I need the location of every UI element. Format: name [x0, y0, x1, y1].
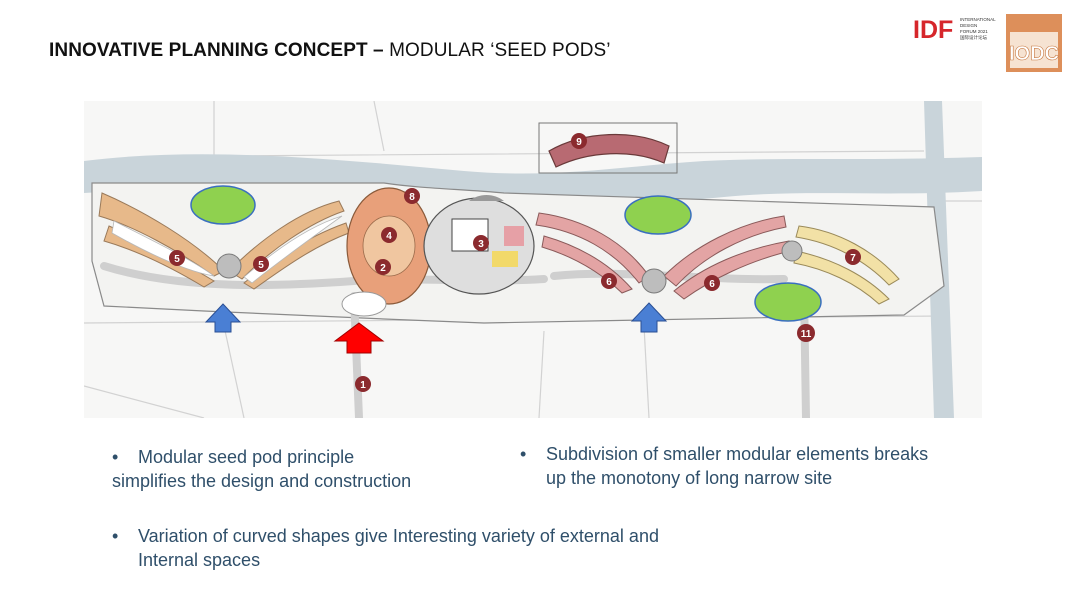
block-3-dome: [469, 195, 504, 201]
idf-logo-line-3: FORUM 2021: [960, 29, 988, 34]
marker-6b: 6: [704, 275, 720, 291]
marker-9: 9: [571, 133, 587, 149]
marker-3: 3: [473, 235, 489, 251]
marker-6a: 6: [601, 273, 617, 289]
iodc-logo: IODC: [1006, 14, 1062, 72]
bullet-2-line-1: • Subdivision of smaller modular elements…: [520, 442, 990, 466]
marker-3-label: 3: [478, 239, 484, 250]
parcel-line-8: [373, 101, 385, 152]
entrance-arrow-blue-east: [630, 302, 668, 333]
pod-6-hub: [641, 268, 667, 294]
marker-2-label: 2: [380, 263, 386, 274]
idf-logo-mark: IDF: [913, 16, 953, 44]
block-3-pink-unit: [504, 226, 524, 246]
far-east-pods: [781, 225, 900, 305]
pod-7-upper: [795, 225, 900, 286]
bullet-3-line-1: • Variation of curved shapes give Interes…: [112, 524, 752, 548]
site-plan: 1 2 3 4 5 5 6 6 7 8 9 11: [84, 101, 982, 418]
marker-7: 7: [845, 249, 861, 265]
bullet-1-marker: •: [112, 447, 119, 467]
bullet-3-text-1: Variation of curved shapes give Interest…: [138, 526, 659, 546]
central-block-inner: [362, 215, 416, 277]
green-space-3: [754, 282, 822, 322]
bullet-2-text-1: Subdivision of smaller modular elements …: [546, 444, 929, 464]
pod-6a-upper: [535, 212, 650, 284]
title-regular: MODULAR ‘SEED PODS’: [383, 40, 611, 61]
bullet-1-text-2: simplifies the design and construction: [112, 471, 412, 491]
parcel-line-4: [538, 330, 545, 418]
pod-6b-upper: [663, 215, 787, 287]
bullet-curved-shapes: • Variation of curved shapes give Interes…: [112, 524, 752, 572]
marker-4: 4: [381, 227, 397, 243]
page-title: INNOVATIVE PLANNING CONCEPT – MODULAR ‘S…: [49, 40, 611, 62]
idf-logo-chinese: 国际设计论坛: [960, 34, 987, 41]
road-south-main: [350, 292, 363, 418]
green-space-1: [190, 185, 256, 225]
bullet-2-marker: •: [520, 444, 527, 464]
marker-4-label: 4: [386, 231, 392, 242]
marker-11-label: 11: [801, 329, 812, 340]
marker-7-label: 7: [850, 253, 856, 264]
entrance-arrow-red-main: [333, 322, 385, 354]
marker-2: 2: [375, 259, 391, 275]
bullet-3-text-2: Internal spaces: [138, 550, 261, 570]
block-3-yellow-unit: [492, 251, 518, 267]
roundabout: [341, 291, 387, 317]
marker-11: 11: [797, 324, 815, 342]
bullet-subdivision: • Subdivision of smaller modular elements…: [520, 442, 990, 490]
bullet-2-text-2: up the monotony of long narrow site: [546, 468, 833, 488]
marker-5a: 5: [169, 250, 185, 266]
idf-logo: IDF INTERNATIONAL DESIGN FORUM 2021 国际设计…: [913, 16, 996, 44]
idf-logo-line-1: INTERNATIONAL: [960, 17, 996, 22]
pod-9-frame: [538, 122, 678, 174]
marker-1: 1: [355, 376, 371, 392]
bullet-3-marker: •: [112, 526, 119, 546]
pod-7-hub: [781, 240, 803, 262]
entrance-arrow-blue-west: [204, 303, 242, 333]
parcel-line-5: [643, 325, 650, 418]
green-space-2: [624, 195, 692, 235]
title-bold: INNOVATIVE PLANNING CONCEPT –: [49, 40, 384, 61]
iodc-logo-mark: IODC: [1009, 43, 1059, 65]
marker-5b-label: 5: [258, 260, 264, 271]
marker-8-label: 8: [409, 192, 415, 203]
parcel-line-7: [84, 385, 205, 418]
marker-8: 8: [404, 188, 420, 204]
marker-6a-label: 6: [606, 277, 612, 288]
iodc-logo-panel: [1010, 32, 1058, 68]
pod-5a-court: [111, 220, 215, 277]
bullet-1-line-1: • Modular seed pod principle: [112, 445, 492, 469]
marker-5a-label: 5: [174, 254, 180, 265]
marker-1-label: 1: [360, 380, 366, 391]
parcel-line-3: [223, 325, 245, 418]
marker-6b-label: 6: [709, 279, 715, 290]
number-markers: 1 2 3 4 5 5 6 6 7 8 9 11: [169, 133, 861, 392]
bullet-modular-seed-pod: • Modular seed pod principle simplifies t…: [112, 445, 492, 493]
bullet-1-text-1: Modular seed pod principle: [138, 447, 355, 467]
green-spaces: [190, 185, 822, 322]
marker-5b: 5: [253, 256, 269, 272]
pod-5-hub: [216, 253, 242, 279]
pod-7-lower: [793, 250, 890, 305]
idf-logo-line-2: DESIGN: [960, 23, 977, 28]
marker-9-label: 9: [576, 137, 582, 148]
